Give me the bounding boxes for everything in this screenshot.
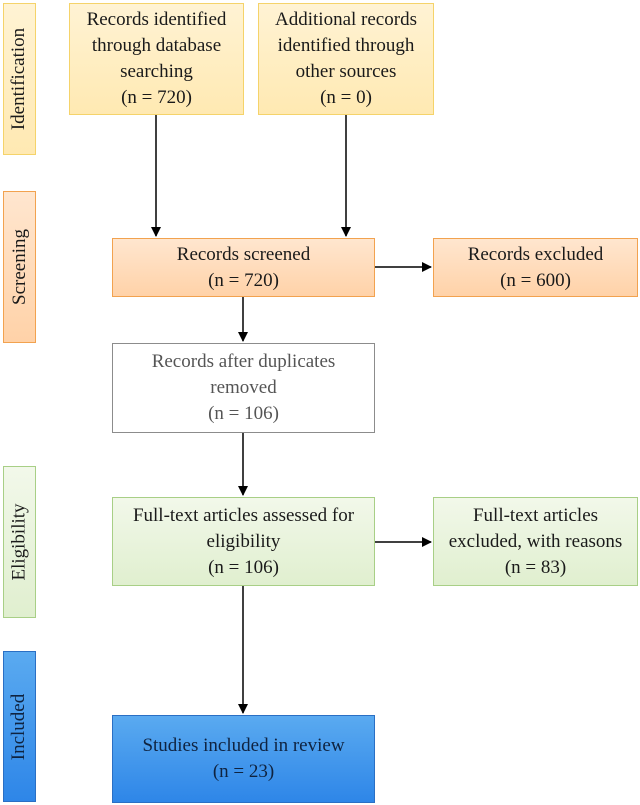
records-excluded-box: Records excluded (n = 600) <box>433 238 638 297</box>
fulltext-excluded-box: Full-text articles excluded, with reason… <box>433 497 638 586</box>
stage-identification: Identification <box>3 3 36 155</box>
after-duplicates-line2: removed <box>210 377 277 398</box>
stage-screening: Screening <box>3 191 36 343</box>
records-identified-line2: through database <box>91 35 222 56</box>
additional-records-count: (n = 0) <box>320 87 372 108</box>
records-identified-box: Records identified through database sear… <box>69 3 244 115</box>
records-excluded-label: Records excluded <box>467 243 604 265</box>
fulltext-excluded-line1: Full-text articles <box>472 504 599 526</box>
fulltext-assessed-line2: eligibility <box>206 530 281 552</box>
additional-records-line1: Additional records <box>275 9 417 30</box>
records-screened-label: Records screened <box>176 243 311 265</box>
additional-records-box: Additional records identified through ot… <box>258 3 434 115</box>
fulltext-assessed-box: Full-text articles assessed for eligibil… <box>112 497 375 586</box>
records-identified-line3: searching <box>120 61 193 82</box>
fulltext-assessed-line1: Full-text articles assessed for <box>132 504 355 526</box>
additional-records-line2: identified through <box>277 35 415 56</box>
studies-included-count: (n = 23) <box>212 761 275 782</box>
records-identified-count: (n = 720) <box>121 87 192 108</box>
records-excluded-count: (n = 600) <box>500 269 571 291</box>
records-screened-box: Records screened (n = 720) <box>112 238 375 297</box>
fulltext-excluded-line2: excluded, with reasons <box>448 530 623 552</box>
after-duplicates-line1: Records after duplicates <box>151 351 336 372</box>
fulltext-assessed-count: (n = 106) <box>208 556 279 578</box>
stage-eligibility: Eligibility <box>3 466 36 618</box>
additional-records-line3: other sources <box>295 61 397 82</box>
studies-included-label: Studies included in review <box>142 735 345 756</box>
fulltext-excluded-count: (n = 83) <box>504 556 567 578</box>
studies-included-box: Studies included in review (n = 23) <box>112 715 375 803</box>
records-screened-count: (n = 720) <box>208 269 279 291</box>
after-duplicates-count: (n = 106) <box>208 403 279 424</box>
records-identified-line1: Records identified <box>86 9 227 30</box>
stage-included: Included <box>3 651 36 802</box>
after-duplicates-box: Records after duplicates removed (n = 10… <box>112 343 375 433</box>
